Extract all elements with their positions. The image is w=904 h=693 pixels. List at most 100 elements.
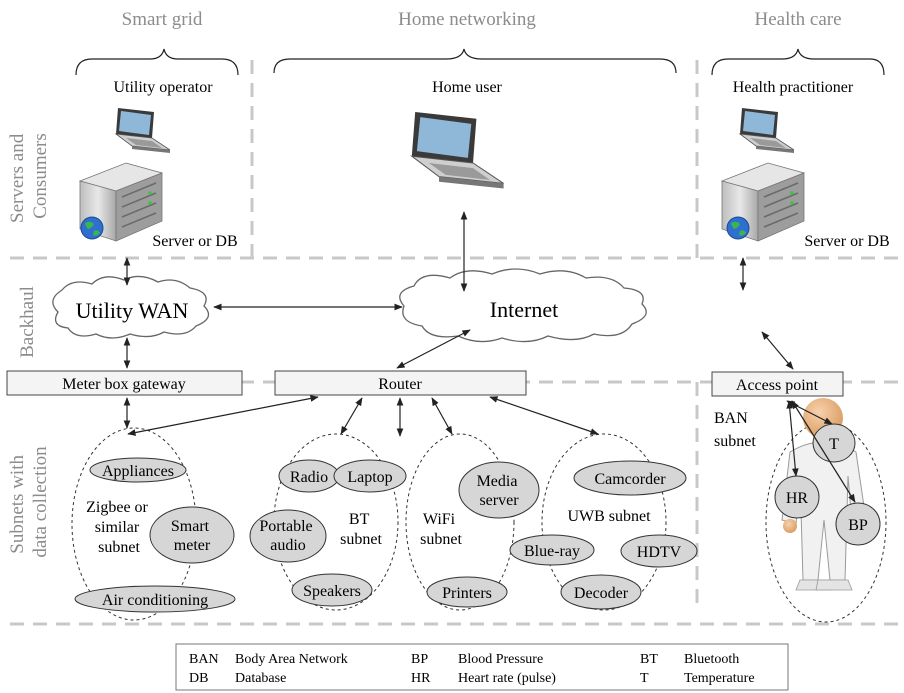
laptop-icon[interactable] [738,108,795,153]
col-header-health-care: Health care [754,9,841,30]
home-user-label: Home user [432,79,502,96]
appliances-node[interactable] [89,457,187,483]
row-header-servers: Servers and Consumers [7,129,51,223]
legend-abbr: BAN [189,652,219,667]
legend-full: Body Area Network [235,652,348,667]
laptop-label: Laptop [347,469,392,486]
arrow-router-bt [340,397,363,435]
meter-box-gateway-label: Meter box gateway [62,376,186,393]
speakers-node[interactable] [291,573,373,607]
wifi-subnet-label: WiFi subnet [420,511,462,548]
blood-pressure-sensor-node[interactable] [835,502,881,546]
hdtv-label: HDTV [637,544,682,561]
blu-ray-node[interactable] [509,534,595,566]
col-header-smart-grid: Smart grid [122,9,203,30]
decoder-label: Decoder [574,585,629,602]
appliances-label: Appliances [102,463,174,480]
col-header-home-networking: Home networking [398,9,536,30]
media-server-label-line1: Media [477,473,518,490]
legend-full: Heart rate (pulse) [458,671,556,686]
arrow-ap-blood-pressure [791,400,856,503]
globe-icon [726,216,750,240]
bt-subnet-label-line1: BT [349,511,370,528]
brace-home-networking [273,48,677,74]
wifi-subnet-boundary [405,433,515,611]
router-label: Router [378,376,422,393]
ban-subnet-boundary [765,421,887,623]
row-header-servers-line1: Servers and [7,133,28,223]
smart-meter-node[interactable] [149,506,235,564]
arrow-router-uwb [489,396,599,435]
ban-subnet-label: BAN subnet [714,410,756,450]
cloud-icon [52,275,210,339]
utility-operator-label: Utility operator [113,79,213,96]
smart-meter-label: Smart meter [171,518,213,554]
row-header-subnets-line2: data collection [30,446,51,558]
air-conditioning-node[interactable] [74,585,236,613]
ban-subnet-label-line2: subnet [714,433,756,450]
legend-box [175,643,789,691]
portable-audio-label-line2: audio [270,537,306,554]
printers-label: Printers [442,585,492,602]
row-header-backhaul: Backhaul [17,286,38,358]
media-server-label: Media server [477,473,522,509]
row-header-servers-line2: Consumers [30,133,51,219]
laptop-icon[interactable] [409,112,504,189]
legend-full: Temperature [684,671,755,686]
ban-subnet-label-line1: BAN [714,410,748,427]
access-point-label: Access point [736,377,819,394]
legend-full: Bluetooth [684,652,739,667]
media-server-node[interactable] [458,461,540,519]
utility-wan-label: Utility WAN [76,298,189,323]
laptop-icon[interactable] [114,108,171,153]
legend-abbr: T [640,671,649,686]
arrow-router-internet [396,329,471,369]
row-header-subnets-line1: Subnets with [7,455,28,554]
router-box[interactable] [274,370,527,396]
globe-icon [80,216,104,240]
arrow-router-zigbee [127,395,319,436]
legend-abbr: HR [411,671,431,686]
smart-meter-label-line2: meter [174,537,211,554]
wifi-subnet-label-line1: WiFi [423,511,456,528]
legend-abbr: DB [189,671,208,686]
radio-label: Radio [290,469,328,486]
legend-abbr: BP [411,652,428,667]
temperature-node-label: T [829,436,839,453]
legend: BAN Body Area Network BP Blood Pressure … [189,652,755,686]
bt-subnet-label: BT subnet [340,511,382,548]
blu-ray-label: Blue-ray [524,543,580,560]
internet-label: Internet [490,297,558,322]
access-point-box[interactable] [711,371,844,397]
zigbee-subnet-label-line1: Zigbee or [86,499,148,516]
blood-pressure-node-label: BP [848,517,868,534]
portable-audio-label: Portable audio [259,518,316,554]
portable-audio-label-line1: Portable [259,518,312,535]
hdtv-node[interactable] [620,534,698,568]
air-conditioning-label: Air conditioning [102,592,208,609]
wifi-subnet-label-line2: subnet [420,531,462,548]
health-practitioner-label: Health practitioner [733,79,854,96]
heart-rate-node-label: HR [786,490,809,507]
laptop-node[interactable] [333,459,407,493]
zigbee-subnet-label-line2: similar [95,519,140,536]
row-header-subnets: Subnets with data collection [7,446,51,558]
bt-subnet-label-line2: subnet [340,531,382,548]
brace-smart-grid [75,48,239,76]
media-server-label-line2: server [479,492,519,509]
camcorder-label: Camcorder [594,471,666,488]
zigbee-subnet-label: Zigbee or similar subnet [86,499,152,556]
server-left-label: Server or DB [152,233,237,250]
connections [123,211,856,503]
legend-full: Blood Pressure [458,652,543,667]
legend-abbr: BT [640,652,658,667]
uwb-subnet-boundary [541,433,667,611]
smart-meter-label-line1: Smart [171,518,210,535]
printers-node[interactable] [426,576,508,608]
portable-audio-node[interactable] [249,509,327,563]
decoder-node[interactable] [560,574,642,610]
meter-box-gateway-box[interactable] [6,370,243,396]
camcorder-node[interactable] [573,460,687,496]
bt-subnet-boundary [273,433,399,611]
